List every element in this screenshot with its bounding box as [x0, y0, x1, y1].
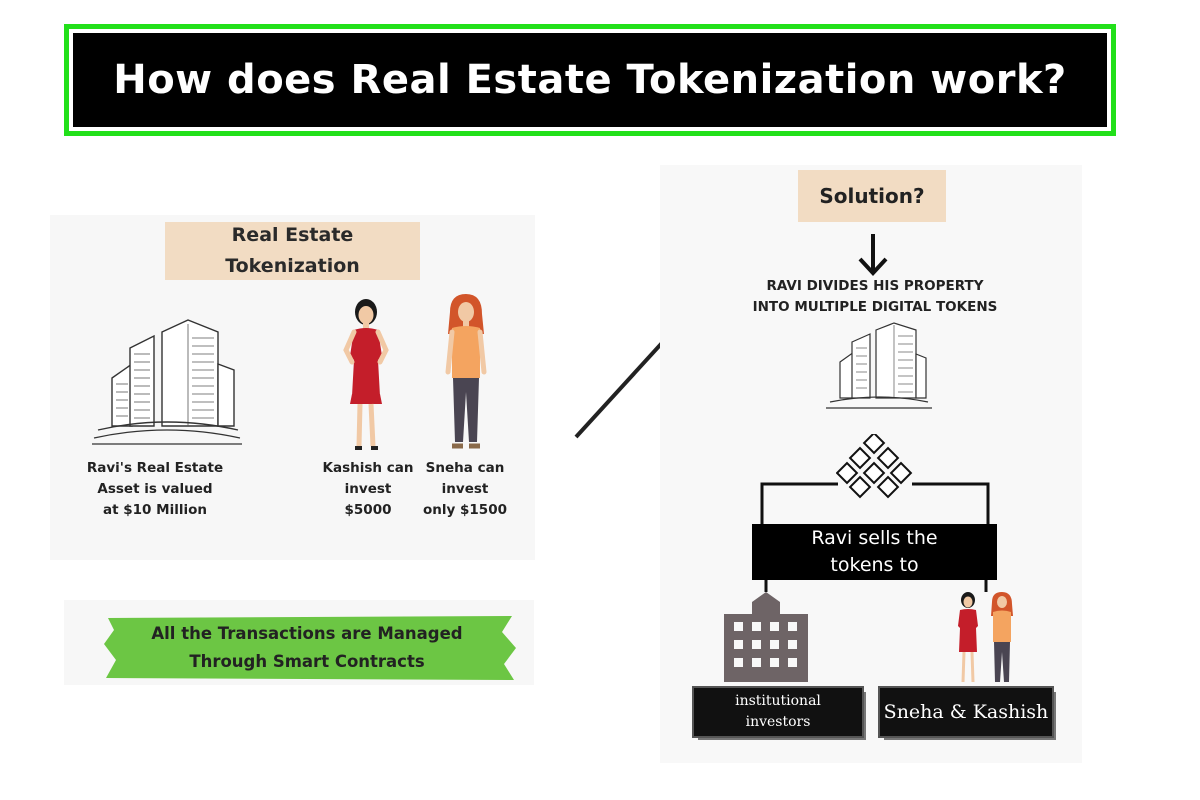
green-strip-shape — [104, 616, 516, 680]
blockchain-icon — [836, 434, 913, 499]
title-banner: How does Real Estate Tokenization work? — [64, 24, 1116, 136]
kashish-caption: Kashish can invest $5000 — [322, 460, 414, 518]
woman-red-dress-icon — [343, 299, 389, 450]
sneha-caption: Sneha can invest only $1500 — [423, 460, 507, 518]
sneha-kashish-box: Sneha & Kashish — [880, 688, 1052, 736]
ravi-sells-box: Ravi sells the tokens to — [752, 524, 997, 580]
woman-orange-shirt-icon — [445, 294, 487, 449]
page-title: How does Real Estate Tokenization work? — [113, 57, 1067, 103]
down-arrow-icon — [858, 234, 888, 276]
two-women-icon — [958, 592, 1013, 683]
smart-contracts-text: All the Transactions are Managed Through… — [151, 624, 463, 671]
connector-lines — [760, 482, 990, 592]
building-icon — [92, 319, 242, 445]
solution-tag: Solution? — [798, 170, 946, 222]
building-icon — [826, 322, 932, 409]
divide-property-text: RAVI DIVIDES HIS PROPERTY INTO MULTIPLE … — [752, 278, 998, 315]
institutional-investors-box: institutional investors — [694, 688, 862, 736]
office-building-icon — [724, 592, 808, 682]
asset-caption: Ravi's Real Estate Asset is valued at $1… — [86, 460, 224, 518]
real-estate-tokenization-tag: Real Estate Tokenization — [165, 222, 420, 280]
